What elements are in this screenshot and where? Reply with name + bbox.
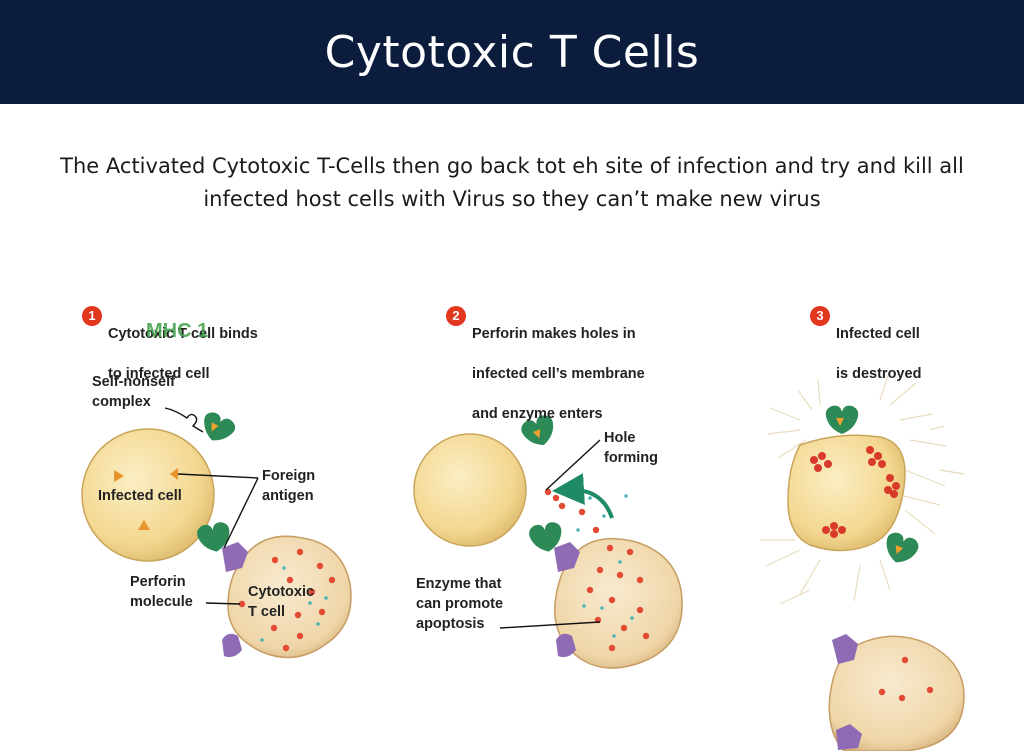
step-3-illustration — [760, 369, 965, 751]
step-1-caption-line-1: Cytotoxic T cell binds — [108, 326, 258, 342]
perforin-cluster-bottom — [822, 522, 846, 538]
bound-receptor — [197, 522, 230, 552]
cd8-coreceptor-bottom — [222, 633, 242, 658]
cd8-step3-top — [832, 634, 858, 664]
leader-perforin — [205, 602, 241, 605]
step-2-caption-line-3: and enzyme enters — [472, 406, 603, 422]
leader-antigen-a — [177, 473, 259, 479]
subtitle-line-1: The Activated Cytotoxic T-Cells then go … — [60, 154, 964, 178]
label-hole-forming: Hole forming — [604, 430, 658, 466]
step-2-caption-line-1: Perforin makes holes in — [472, 326, 636, 342]
antigen-triangle — [170, 468, 178, 480]
step-1-badge: 1 — [82, 306, 102, 326]
antigen-triangle — [138, 520, 150, 530]
mhc-receptor-step2 — [521, 415, 554, 445]
infected-cell-2 — [413, 433, 527, 547]
leader-self-nonself — [164, 407, 204, 433]
title-bar: Cytotoxic T Cells — [0, 0, 1024, 104]
leader-hole — [545, 439, 601, 491]
mhc-receptor-top — [204, 412, 236, 441]
label-foreign-antigen: Foreign antigen — [262, 468, 316, 504]
mhc-receptor-step3-top — [825, 405, 859, 434]
cd8-step2 — [554, 542, 580, 572]
leader-enzyme — [499, 621, 601, 629]
perforin-cluster-top-left — [810, 452, 832, 472]
t-cell-step3 — [828, 635, 965, 751]
leader-antigen-b — [223, 477, 259, 549]
destroyed-cell — [787, 434, 906, 552]
enzyme-dots-1 — [260, 566, 328, 642]
mhc-receptor-step3-right — [886, 532, 919, 563]
label-enzyme-apoptosis: Enzyme that can promote apoptosis — [416, 576, 504, 632]
step-3-caption-line-2: is destroyed — [836, 366, 922, 382]
step-2-badge: 2 — [446, 306, 466, 326]
perforin-cluster-top-right — [866, 446, 886, 468]
perforin-dots-3 — [878, 656, 934, 702]
cd8-step3-bottom — [836, 724, 862, 750]
step-2-caption-line-2: infected cell’s membrane — [472, 366, 645, 382]
bound-receptor-step2 — [529, 522, 562, 552]
step-2-caption: Perforin makes holes in infected cell’s … — [472, 304, 645, 444]
step-2-illustration — [413, 415, 683, 669]
debris-cloud — [760, 369, 965, 605]
handwritten-mhc-note: MHC 1 — [146, 320, 209, 342]
infected-cell-1 — [81, 428, 215, 562]
label-infected-cell: Infected cell — [98, 488, 182, 504]
cd8-bottom-step2 — [556, 633, 576, 658]
slide-title: Cytotoxic T Cells — [324, 26, 700, 78]
subtitle-line-2: infected host cells with Virus so they c… — [203, 187, 821, 211]
label-perforin-molecule: Perforin molecule — [130, 574, 193, 610]
perforin-cluster-right — [884, 474, 900, 498]
label-cytotoxic-t-cell: Cytotoxic T cell — [248, 584, 315, 620]
label-self-nonself: Self-nonself complex — [92, 374, 175, 410]
slide-subtitle: The Activated Cytotoxic T-Cells then go … — [20, 150, 1004, 216]
step-1-caption: Cytotoxic T cell binds to infected cell — [108, 304, 258, 404]
step-3-caption-line-1: Infected cell — [836, 326, 920, 342]
perforin-dots-1 — [238, 548, 336, 652]
cd8-coreceptor — [222, 542, 248, 572]
cytotoxic-t-cell-2 — [554, 537, 683, 669]
step-1-illustration — [81, 407, 352, 659]
step-3-badge: 3 — [810, 306, 830, 326]
step-3-caption: Infected cell is destroyed — [836, 304, 921, 404]
step-1-caption-line-2: to infected cell — [108, 366, 210, 382]
curved-arrow — [552, 473, 614, 519]
antigen-triangle — [114, 470, 124, 482]
